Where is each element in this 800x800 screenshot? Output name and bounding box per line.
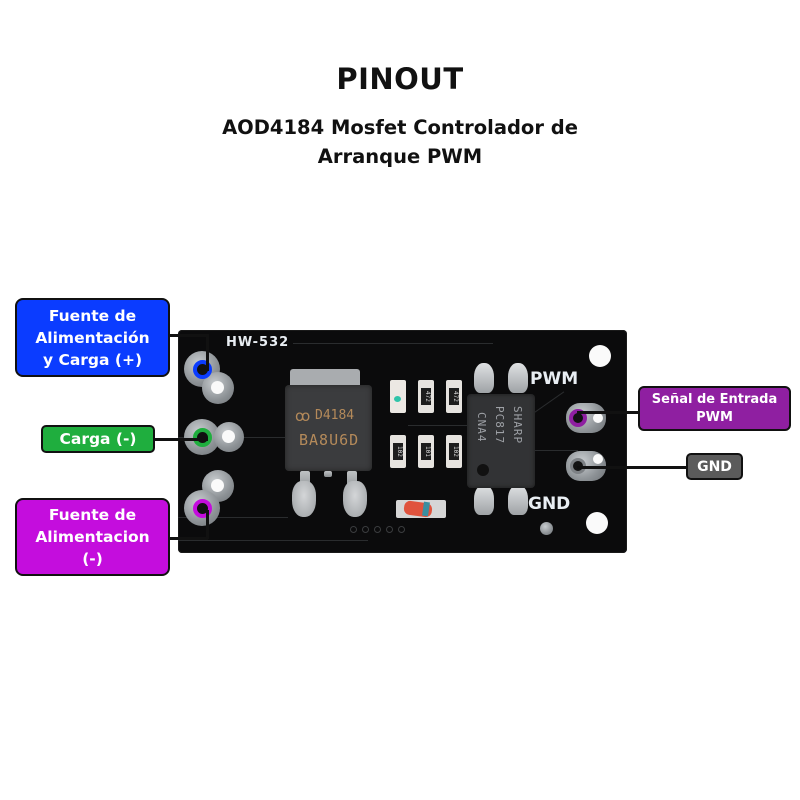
- pad-hole: [593, 413, 603, 423]
- mosfet-chip: ꝏ D4184 BA8U6D: [285, 385, 372, 471]
- mosfet-logo-icon: ꝏ: [295, 407, 311, 425]
- opto-marking-3: SHARP: [511, 406, 524, 445]
- silk-gnd-label: GND: [528, 494, 571, 514]
- mosfet-marking-1: D4184: [315, 408, 355, 423]
- via: [362, 526, 369, 533]
- silk-pwm-label: PWM: [530, 369, 579, 389]
- label-power-negative: Fuente de Alimentacion (-): [15, 498, 170, 576]
- label-pwm-input: Señal de Entrada PWM: [638, 386, 791, 431]
- mounting-hole: [222, 430, 235, 443]
- mosfet-tab: [290, 369, 360, 389]
- resistor: 102: [446, 435, 462, 468]
- status-led: [390, 380, 406, 413]
- pcb-trace: [178, 517, 288, 518]
- resistor: 472: [418, 380, 434, 413]
- opto-pin: [474, 485, 494, 515]
- subtitle-line-2: Arranque PWM: [317, 145, 483, 168]
- opto-pin: [508, 363, 528, 393]
- resistor: 102: [390, 435, 406, 468]
- pcb-trace: [523, 450, 578, 451]
- label-load-negative: Carga (-): [41, 425, 155, 453]
- label-gnd: GND: [686, 453, 743, 480]
- mosfet-solder-pad: [343, 481, 367, 517]
- resistor: 101: [418, 435, 434, 468]
- terminal-power-minus-pin[interactable]: [193, 499, 212, 518]
- via: [398, 526, 405, 533]
- via: [350, 526, 357, 533]
- connector-line: [168, 334, 208, 337]
- pcb-trace: [408, 425, 468, 426]
- pad-hole: [593, 454, 603, 464]
- connector-line: [206, 334, 209, 371]
- opto-pin: [474, 363, 494, 393]
- mosfet-solder-pad: [292, 481, 316, 517]
- via: [374, 526, 381, 533]
- resistor: 472: [446, 380, 462, 413]
- connector-line: [168, 537, 208, 540]
- label-power-load-positive: Fuente de Alimentación y Carga (+): [15, 298, 170, 377]
- subtitle-line-1: AOD4184 Mosfet Controlador de: [222, 116, 578, 139]
- board-model-label: HW-532: [226, 335, 290, 350]
- connector-line: [206, 510, 209, 539]
- pcb-trace: [293, 343, 493, 344]
- diode: [396, 500, 446, 518]
- connector-line: [152, 438, 208, 441]
- page-title: PINOUT: [336, 62, 464, 96]
- page-subtitle: AOD4184 Mosfet Controlador de Arranque P…: [0, 113, 800, 171]
- mounting-hole: [589, 345, 611, 367]
- connector-line: [577, 466, 689, 469]
- mosfet-lead: [324, 471, 332, 477]
- opto-marking-2: PC817: [493, 406, 506, 445]
- mounting-hole: [586, 512, 608, 534]
- pad: [540, 522, 553, 535]
- terminal-vplus-pin[interactable]: [193, 360, 212, 379]
- led-lens: [394, 396, 401, 402]
- mounting-hole: [211, 479, 224, 492]
- optocoupler-chip: CNA4 PC817 SHARP: [467, 394, 535, 488]
- via: [386, 526, 393, 533]
- opto-pin: [508, 485, 528, 515]
- pcb-trace: [178, 540, 368, 541]
- mosfet-marking-2: BA8U6D: [299, 431, 360, 449]
- opto-pin1-marker: [477, 464, 489, 476]
- mounting-hole: [211, 381, 224, 394]
- connector-line: [577, 411, 641, 414]
- terminal-load-minus-pin[interactable]: [193, 428, 212, 447]
- pcb-board: HW-532 PWM GND ꝏ D4184 BA8U6D 472 472 10…: [178, 330, 627, 553]
- opto-marking-1: CNA4: [475, 412, 488, 443]
